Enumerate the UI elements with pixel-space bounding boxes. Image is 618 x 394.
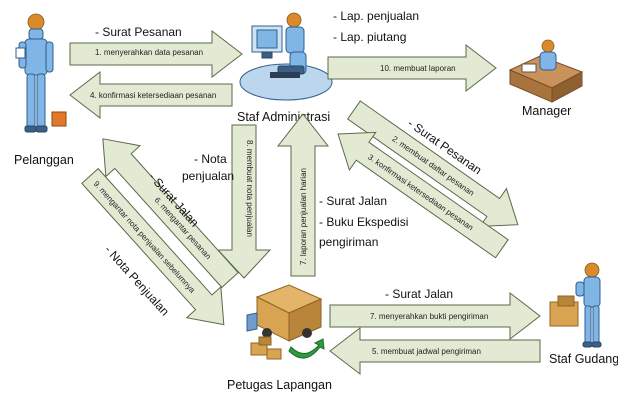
flow-10-arrow [327, 43, 497, 93]
flow-3-arrow [337, 131, 509, 259]
flow-7a-label: 7. laporan penjualan harian [299, 168, 308, 265]
flow-1-label: 1. menyerahkan data pesanan [95, 48, 203, 57]
flow-1-arrow [69, 29, 243, 79]
staf-gudang-label: Staf Gudang [549, 352, 618, 366]
pelanggan-icon [15, 13, 67, 133]
petugas-lapangan-label: Petugas Lapangan [227, 378, 332, 392]
flow-7a-note-3: pengiriman [319, 235, 378, 249]
staf-administrasi-label: Staf Administrasi [237, 110, 330, 124]
flow-7a-note-1: - Surat Jalan [319, 194, 387, 208]
flow-1-note: - Surat Pesanan [95, 25, 182, 39]
flow-10-note-2: - Lap. piutang [333, 30, 406, 44]
flow-10-note-1: - Lap. penjualan [333, 9, 419, 23]
flow-8-arrow [216, 124, 272, 279]
flow-8-note-2: penjualan [182, 169, 234, 183]
flow-8-label: 8. membuat nota penjualan [245, 140, 254, 237]
flow-7a-note-2: - Buku Ekspedisi [319, 215, 408, 229]
flow-4-label: 4. konfirmasi ketersediaan pesanan [90, 91, 216, 100]
flow-7b-label: 7. menyerahkan bukti pengiriman [370, 312, 488, 321]
flow-4-arrow [69, 70, 233, 120]
flow-7b-arrow [329, 291, 541, 341]
manager-icon [508, 39, 584, 103]
manager-label: Manager [522, 104, 571, 118]
staf-gudang-icon [549, 262, 602, 348]
flow-5-arrow [329, 326, 541, 376]
flow-5-label: 5. membuat jadwal pengiriman [372, 347, 481, 356]
flow-10-label: 10. membuat laporan [380, 64, 456, 73]
flow-7a-arrow [276, 113, 330, 277]
petugas-lapangan-icon [246, 284, 325, 360]
pelanggan-label: Pelanggan [14, 153, 74, 167]
staf-administrasi-icon [239, 12, 333, 101]
flow-6-arrow [102, 138, 239, 289]
flow-7b-note: - Surat Jalan [385, 287, 453, 301]
flow-8-note-1: - Nota [194, 152, 227, 166]
flow-9-arrow [81, 167, 225, 326]
